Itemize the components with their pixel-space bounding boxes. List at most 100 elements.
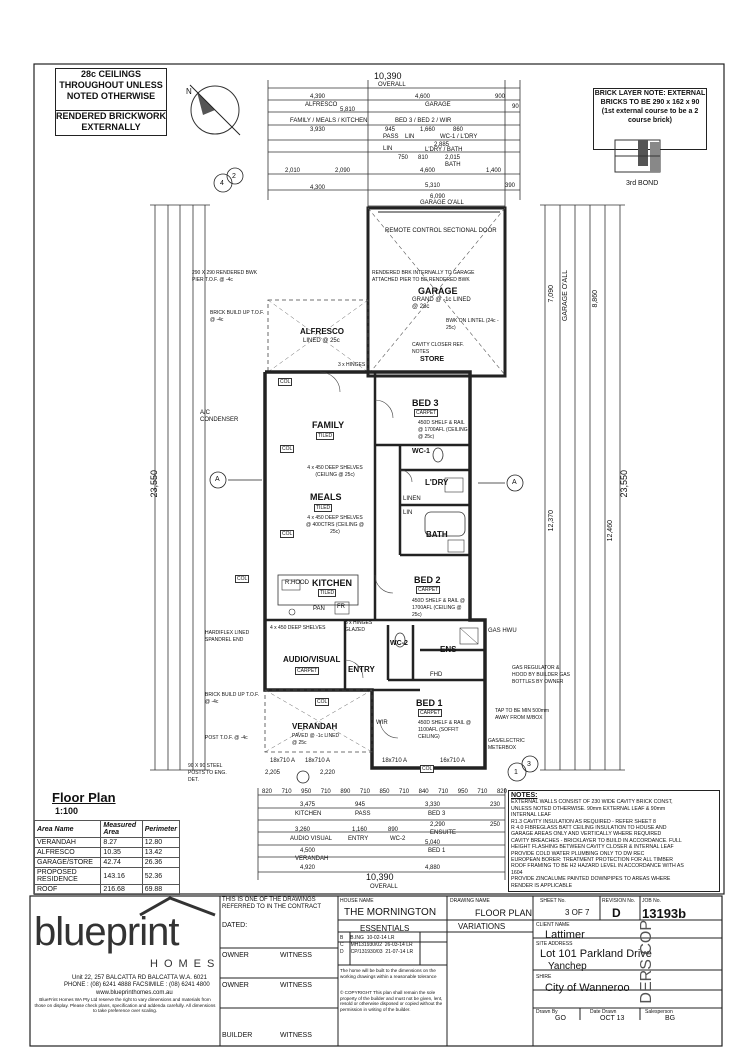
section-mark-a-right: A [512,479,517,486]
laundry-tub-icon [444,477,464,493]
bottom-label-wc2: WC-2 [390,836,406,842]
cell: 69.88 [141,884,181,895]
fridge-icon [334,601,350,615]
bed2-carpet-tag: CARPET [416,586,441,594]
area-table-header: Area Name Measured Area Perimeter [33,820,181,838]
dim: 710 [359,789,370,795]
range-hood-label: R.HOOD [285,580,309,586]
dim-top-row3-c: 1,660 [420,127,436,133]
post-note: POST T.O.F. @ -4c [205,735,248,741]
compass-icon [189,84,241,136]
bottom-label-av: AUDIO VISUAL [290,836,333,842]
garage-pier-note: RENDERED BRK INTERNALLY TO GARAGE ATTACH… [372,270,475,283]
dim-top-garage: GARAGE [425,102,451,108]
bottom-label-kitchen: KITCHEN [295,811,322,817]
brick-pier-note: 290 X 290 RENDERED BWK PIER T.O.F. @ -4c [192,270,258,283]
pantry-label: PAN [313,606,325,612]
dim-top-ldry-bath: L'DRY / BATH [425,147,463,153]
right-lower-dim: 12,460 [607,520,614,542]
column-tag: COL [315,698,330,706]
bottom-label-entry: ENTRY [348,836,369,842]
dim-top-row1-a: 4,390 [310,94,326,100]
cell: GARAGE/STORE [33,857,102,868]
rev-date: 21-07-14 [385,949,406,955]
house-name: THE MORNINGTON [344,907,437,918]
bathtub-icon [424,511,466,537]
note-line: PROVIDE ZINCALUME PAINTED DOWNPIPES TO A… [511,876,671,883]
bottom-dim-kitchen: 3,475 [300,802,316,808]
bottom-dim-ensuite: 2,290 [430,822,446,828]
kitchen-tiled-tag: TILED [318,589,337,597]
rev-letter: C [340,942,344,948]
bottom-dim-row5-b: 4,880 [425,865,441,871]
bottom-dim-bed3: 3,330 [425,802,441,808]
note-line: R1.3 CAVITY INSULATION AS REQUIRED - REF… [511,818,656,825]
dim: 890 [340,789,351,795]
area-header-area: Measured Area [100,820,143,838]
bottom-dimension-lines [257,788,506,880]
meals-shelves-note-2: 4 x 450 DEEP SHELVES @ 400CTRS (CEILING … [306,515,364,535]
floor-plan-drawing [33,63,725,895]
stove-icon [281,579,301,591]
bottom-label-pass: PASS [355,811,371,817]
shire-name: City of Wanneroo [545,982,630,994]
ders-copy-stamp: DERS COP [638,920,655,1004]
drawing-name: FLOOR PLAN [475,908,533,918]
dim: 820 [496,789,507,795]
dim: 710 [438,789,449,795]
revision-value: D [612,906,621,920]
right-dimension-lines [540,204,625,771]
dim-top-row5-d: 1,400 [486,168,502,174]
dim: 850 [379,789,390,795]
av-carpet-tag: CARPET [295,667,320,675]
bottom-dim-row5-a: 4,920 [300,865,316,871]
homes-logo: HOMES [150,958,221,970]
bed3-shelf-note: 450D SHELF & RAIL @ 1700AFL (CEILING @ 2… [418,420,468,440]
ac-condenser-label: A/C CONDENSER [200,410,239,423]
note-line: RENDER IS APPLICABLE [511,882,573,889]
note-line: UNLESS NOTED OTHERWISE. 90mm EXTERNAL LE… [511,805,666,812]
column-tag: COL [278,378,293,386]
bed1-carpet-tag: CARPET [418,709,443,717]
fridge-label: FR [337,604,345,610]
brick-note-text: BRICK LAYER NOTE: EXTERNAL BRICKS TO BE … [594,90,706,124]
note-line: INTERNAL LEAF [511,812,551,819]
note-line: EUROPEAN BORER: TREATMENT PROTECTION FOR… [511,857,673,864]
revision-row: D CP/131930/03 21-07-14 LR [340,949,448,956]
north-label: N [186,87,192,96]
alfresco-spec: LINED @ 25c [303,338,340,344]
dim-garage-oall-label: GARAGE O'ALL [420,200,464,206]
dim: 710 [477,789,488,795]
variations-label: VARIATIONS [458,922,506,931]
third-bond-label: 3rd BOND [626,180,659,187]
note-line: ROOF FRAMING TO BE H2 HAZARD LEVEL IN AC… [511,863,684,870]
dim-top-bath: BATH [445,162,461,168]
cell: PROPOSED RESIDENCE [33,867,102,885]
salesperson-label: Salesperson [645,1009,673,1015]
marker-2: 2 [232,173,236,180]
gas-regulator-note: GAS REGULATOR & HOOD BY BUILDER GAS BOTT… [512,665,570,685]
rendered-brickwork-note: RENDERED BRICKWORK EXTERNALLY [55,110,167,136]
company-disclaimer: BlueFrint Homes WA Pty Ltd reserve the r… [34,997,216,1013]
ceilings-note: 28c CEILINGS THROUGHOUT UNLESS NOTED OTH… [55,68,167,112]
audio-visual-label: AUDIO/VISUAL [283,655,341,664]
rev-date: 10-02-14 [366,935,387,941]
logo-roof-icon [139,896,216,917]
family-tiled-tag: TILED [316,432,335,440]
marker-4: 4 [220,180,224,187]
bottom-label-ensuite: ENSUITE [430,830,457,836]
house-name-label: HOUSE NAME [340,898,374,904]
cell: 143.16 [100,867,143,885]
cell: 8.27 [100,837,143,848]
bottom-label-bed1: BED 1 [428,848,446,854]
right-mid-dim: 8,860 [592,290,599,308]
drawn-by-label: Drawn By [536,1009,558,1015]
title-block-grid [29,895,723,1047]
marker-1: 1 [514,769,518,776]
area-table: Area Name Measured Area Perimeter VERAND… [33,820,181,895]
bottom-label-verandah: VERANDAH [295,856,329,862]
company-phone: PHONE : (08) 6241 4888 FACSIMILE : (08) … [64,982,210,988]
